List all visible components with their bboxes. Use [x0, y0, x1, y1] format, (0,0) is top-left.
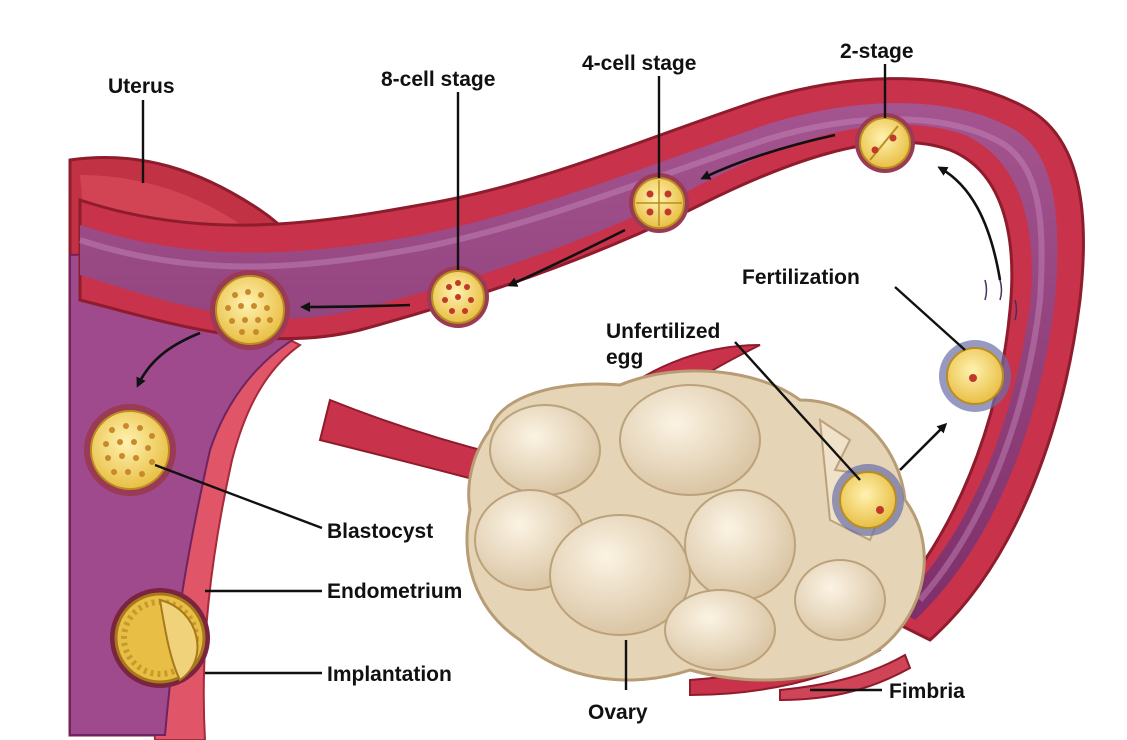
- leader-fertilization: [895, 287, 965, 350]
- label-fimbria: Fimbria: [889, 680, 965, 703]
- label-four-cell: 4-cell stage: [582, 52, 696, 75]
- blastocyst-cell: [84, 404, 176, 496]
- four-cell-stage: [629, 173, 689, 233]
- label-two-stage: 2-stage: [840, 40, 914, 63]
- label-eight-cell: 8-cell stage: [381, 68, 495, 91]
- label-blastocyst: Blastocyst: [327, 520, 433, 543]
- two-cell-stage: [855, 113, 915, 173]
- morula-cell: [210, 270, 290, 350]
- unfertilized-egg-cell: [832, 464, 904, 536]
- arrow-egg-to-fertilization: [900, 425, 945, 470]
- implanted-blastocyst: [110, 588, 210, 688]
- label-fertilization: Fertilization: [742, 266, 860, 289]
- eight-cell-stage: [427, 266, 489, 328]
- label-unfertilized-line1: Unfertilized: [606, 320, 720, 343]
- label-implantation: Implantation: [327, 663, 452, 686]
- label-unfertilized-line2: egg: [606, 346, 643, 369]
- label-ovary: Ovary: [588, 701, 648, 724]
- label-uterus: Uterus: [108, 75, 175, 98]
- label-endometrium: Endometrium: [327, 580, 462, 603]
